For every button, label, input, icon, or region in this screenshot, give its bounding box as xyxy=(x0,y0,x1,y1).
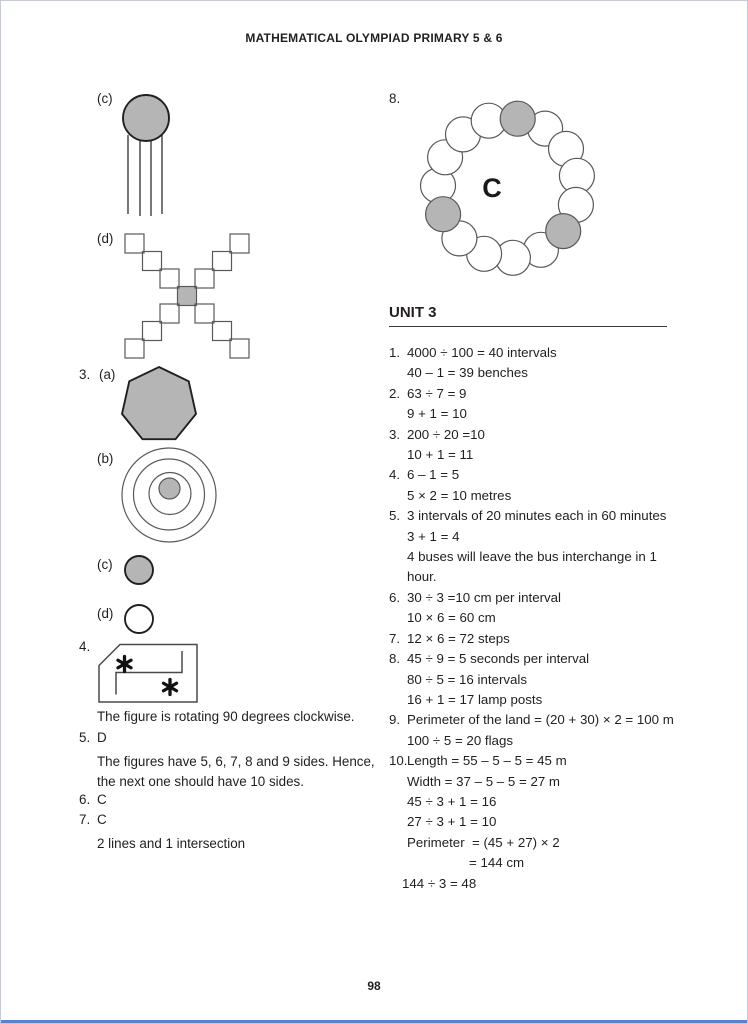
bottom-edge-bar xyxy=(1,1020,747,1023)
shaded-bead xyxy=(499,100,536,137)
answer-item-2: 2. 63 ÷ 7 = 9 9 + 1 = 10 xyxy=(389,384,689,425)
figure-2c-label: (c) xyxy=(97,91,113,106)
shaded-bead xyxy=(425,196,462,233)
answer-line: 45 ÷ 9 = 5 seconds per interval xyxy=(407,651,590,667)
figure-3b-concentric-circles xyxy=(121,447,217,543)
figure-8-center-letter: C xyxy=(482,173,502,203)
answer-line: 45 ÷ 3 + 1 = 16 xyxy=(407,793,497,809)
answer-number: 2. xyxy=(389,385,401,401)
page-header: MATHEMATICAL OLYMPIAD PRIMARY 5 & 6 xyxy=(245,31,503,45)
shaded-bead xyxy=(545,213,582,250)
answer-line: Length = 55 – 5 – 5 = 45 m xyxy=(407,753,567,769)
answer-number: 10. xyxy=(389,753,408,769)
answer-line: 30 ÷ 3 =10 cm per interval xyxy=(407,589,562,605)
answer-number: 7. xyxy=(389,630,401,646)
unit-3-heading: UNIT 3 xyxy=(389,304,437,321)
figure-3a-label: (a) xyxy=(99,367,116,382)
question-7-answer: C xyxy=(97,812,107,827)
question-7-number: 7. xyxy=(79,812,91,827)
answer-line: 9 + 1 = 10 xyxy=(407,406,467,422)
figure-3d-label: (d) xyxy=(97,606,114,621)
answer-line: 100 ÷ 5 = 20 flags xyxy=(407,732,513,748)
answer-line: 10 × 6 = 60 cm xyxy=(407,610,496,626)
answer-line: Perimeter = (45 + 27) × 2 xyxy=(407,834,560,850)
answer-number: 5. xyxy=(389,508,401,524)
asterisk-icon xyxy=(161,677,179,697)
question-5-number: 5. xyxy=(79,730,91,745)
unit-3-rule xyxy=(389,326,667,328)
figure-2d-label: (d) xyxy=(97,231,114,246)
answer-line: 12 × 6 = 72 steps xyxy=(407,630,510,646)
answer-number: 6. xyxy=(389,589,401,605)
answer-line: 10 + 1 = 11 xyxy=(407,447,474,463)
answer-line: 40 – 1 = 39 benches xyxy=(407,365,528,381)
figure-3d-white-circle xyxy=(124,604,154,634)
answer-line: 4 buses will leave the bus interchange i… xyxy=(407,549,657,565)
figure-2c-circle-with-lines xyxy=(122,94,170,216)
answer-number: 8. xyxy=(389,651,401,667)
answer-line: hour. xyxy=(407,569,437,585)
answer-item-5: 5. 3 intervals of 20 minutes each in 60 … xyxy=(389,506,689,588)
answer-number: 9. xyxy=(389,712,401,728)
answer-item-10: 10. Length = 55 – 5 – 5 = 45 m Width = 3… xyxy=(389,751,689,894)
answer-line: 6 – 1 = 5 xyxy=(407,467,460,483)
answer-line: 80 ÷ 5 = 16 intervals xyxy=(407,671,528,687)
answer-item-4: 4. 6 – 1 = 5 5 × 2 = 10 metres xyxy=(389,465,689,506)
question-5-note-line1: The figures have 5, 6, 7, 8 and 9 sides.… xyxy=(97,754,375,769)
answer-item-6: 6. 30 ÷ 3 =10 cm per interval 10 × 6 = 6… xyxy=(389,588,689,629)
answer-line: 4000 ÷ 100 = 40 intervals xyxy=(407,345,557,360)
question-8-number: 8. xyxy=(389,91,401,106)
figure-3c-label: (c) xyxy=(97,557,113,572)
page-number: 98 xyxy=(367,979,381,993)
asterisk-icon xyxy=(116,654,133,674)
question-5-answer: D xyxy=(97,730,107,745)
question-5-note-line2: the next one should have 10 sides. xyxy=(97,773,304,789)
question-4-note: The figure is rotating 90 degrees clockw… xyxy=(97,709,355,724)
answer-line: 63 ÷ 7 = 9 xyxy=(407,385,467,401)
question-6-answer: C xyxy=(97,792,107,807)
answer-line: = 144 cm xyxy=(469,855,525,871)
answer-line: 200 ÷ 20 =10 xyxy=(407,426,485,442)
question-7-note: 2 lines and 1 intersection xyxy=(97,836,246,851)
answer-line: 5 × 2 = 10 metres xyxy=(407,487,512,503)
question-4-number: 4. xyxy=(79,639,91,654)
answer-number: 1. xyxy=(389,345,401,360)
answer-line: 27 ÷ 3 + 1 = 10 xyxy=(407,814,497,830)
answer-line: 3 intervals of 20 minutes each in 60 min… xyxy=(407,508,667,524)
answer-line: 16 + 1 = 17 lamp posts xyxy=(407,691,543,707)
figure-8-bead-ring: C xyxy=(419,100,595,276)
figure-3c-gray-circle xyxy=(124,555,154,585)
answer-item-1: 1. 4000 ÷ 100 = 40 intervals 40 – 1 = 39… xyxy=(389,343,689,384)
question-6-number: 6. xyxy=(79,792,91,807)
answer-line: Width = 37 – 5 – 5 = 27 m xyxy=(407,773,561,789)
figure-4-asterisk-card xyxy=(98,643,198,703)
answer-item-3: 3. 200 ÷ 20 =10 10 + 1 = 11 xyxy=(389,425,689,466)
figure-2d-x-of-squares xyxy=(124,233,250,359)
answer-number: 3. xyxy=(389,426,401,442)
question-3-number: 3. xyxy=(79,367,91,382)
figure-3a-heptagon xyxy=(120,365,198,441)
answer-number: 4. xyxy=(389,467,401,483)
unit-3-answer-list: 1. 4000 ÷ 100 = 40 intervals 40 – 1 = 39… xyxy=(389,343,689,894)
answer-line: Perimeter of the land = (20 + 30) × 2 = … xyxy=(407,712,674,728)
answer-item-9: 9. Perimeter of the land = (20 + 30) × 2… xyxy=(389,710,689,751)
figure-3b-label: (b) xyxy=(97,451,114,466)
answer-item-7: 7. 12 × 6 = 72 steps xyxy=(389,629,689,649)
answer-line: 144 ÷ 3 = 48 xyxy=(402,875,477,891)
answer-line: 3 + 1 = 4 xyxy=(407,528,460,544)
answer-item-8: 8. 45 ÷ 9 = 5 seconds per interval 80 ÷ … xyxy=(389,649,689,710)
